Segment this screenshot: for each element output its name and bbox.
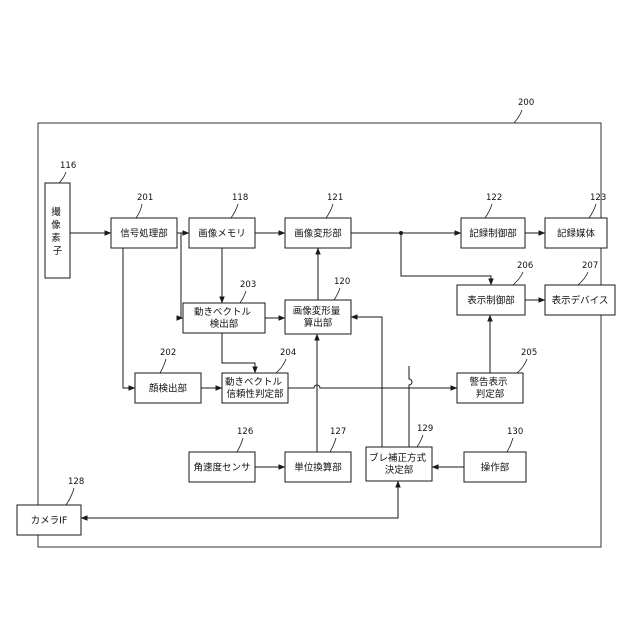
warning-display-judgment-block: 警告表示 判定部 [457, 373, 523, 403]
leader-129 [417, 435, 423, 447]
signal-processing-label: 信号処理部 [120, 228, 168, 240]
motion-vector-reliability-block: 動きベクトル 信頼性判定部 [222, 373, 288, 403]
operation-unit-label: 操作部 [481, 462, 510, 474]
leader-201 [136, 204, 142, 218]
motion-vector-detection-block: 動きベクトル 検出部 [183, 303, 265, 333]
display-control-label: 表示制御部 [467, 295, 515, 307]
deformation-amount-calc-block: 画像変形量 算出部 [285, 300, 351, 334]
leader-118 [231, 204, 238, 218]
operation-unit-block: 操作部 [464, 452, 526, 482]
leader-123 [589, 204, 596, 218]
ref-129: 129 [417, 424, 433, 434]
leader-122 [485, 204, 492, 218]
camera-if-label: カメラIF [31, 516, 68, 527]
recording-medium-block: 記録媒体 [545, 218, 607, 248]
signal-processing-block: 信号処理部 [111, 218, 177, 248]
ref-207: 207 [582, 261, 598, 271]
image-memory-label: 画像メモリ [198, 228, 246, 240]
angular-velocity-sensor-block: 角速度センサ [189, 452, 255, 482]
angular-velocity-sensor-label: 角速度センサ [193, 462, 250, 474]
blur-correction-method-block: ブレ補正方式 決定部 [366, 447, 432, 481]
leader-202 [160, 359, 166, 373]
ref-204: 204 [280, 348, 296, 358]
leader-130 [507, 438, 513, 452]
display-control-block: 表示制御部 [457, 285, 525, 315]
leader-207 [578, 272, 588, 285]
ref-130: 130 [507, 427, 523, 437]
camera-if-block: カメラIF [17, 505, 81, 535]
image-deformation-block: 画像変形部 [285, 218, 351, 248]
leader-127 [330, 438, 336, 452]
image-memory-block: 画像メモリ [189, 218, 255, 248]
face-detection-block: 顔検出部 [135, 373, 201, 403]
image-sensor-block: 撮 像 素 子 [45, 183, 70, 278]
ref-127: 127 [330, 427, 346, 437]
display-device-label: 表示デバイス [552, 295, 609, 307]
ref-122: 122 [486, 193, 502, 203]
wire-129-128 [81, 481, 398, 518]
ref-121: 121 [327, 193, 343, 203]
ref-116: 116 [60, 161, 76, 171]
leader-203 [240, 291, 246, 303]
leader-128 [66, 488, 74, 505]
system-frame [38, 123, 601, 547]
ref-206: 206 [517, 261, 533, 271]
recording-control-label: 記録制御部 [469, 228, 517, 240]
ref-205: 205 [521, 348, 537, 358]
display-device-block: 表示デバイス [545, 285, 615, 315]
wire-204-205 [288, 385, 457, 388]
image-deformation-label: 画像変形部 [294, 228, 342, 240]
ref-120: 120 [334, 277, 350, 287]
leader-205 [517, 359, 527, 373]
leader-116 [59, 172, 66, 183]
ref-203: 203 [240, 280, 256, 290]
unit-conversion-label: 単位換算部 [294, 462, 342, 474]
leader-204 [276, 359, 286, 373]
leader-120 [334, 288, 340, 300]
wire-129-up [409, 366, 412, 447]
unit-conversion-block: 単位換算部 [285, 452, 351, 482]
leader-121 [326, 204, 333, 218]
face-detection-label: 顔検出部 [149, 383, 187, 395]
recording-control-block: 記録制御部 [461, 218, 525, 248]
leader-206 [513, 272, 523, 285]
wire-201-202 [123, 248, 135, 388]
ref-201: 201 [137, 193, 153, 203]
wire-129-120 [351, 317, 382, 447]
ref-123: 123 [590, 193, 606, 203]
leader-126 [237, 438, 243, 452]
ref-202: 202 [160, 348, 176, 358]
recording-medium-label: 記録媒体 [557, 228, 596, 240]
ref-126: 126 [237, 427, 253, 437]
wire-203-204 [222, 333, 255, 373]
motion-vector-reliability-label: 動きベクトル 信頼性判定部 [225, 377, 285, 400]
ref-118: 118 [232, 193, 248, 203]
system-ref-leader [514, 110, 522, 123]
system-ref: 200 [518, 98, 534, 108]
ref-128: 128 [68, 477, 84, 487]
